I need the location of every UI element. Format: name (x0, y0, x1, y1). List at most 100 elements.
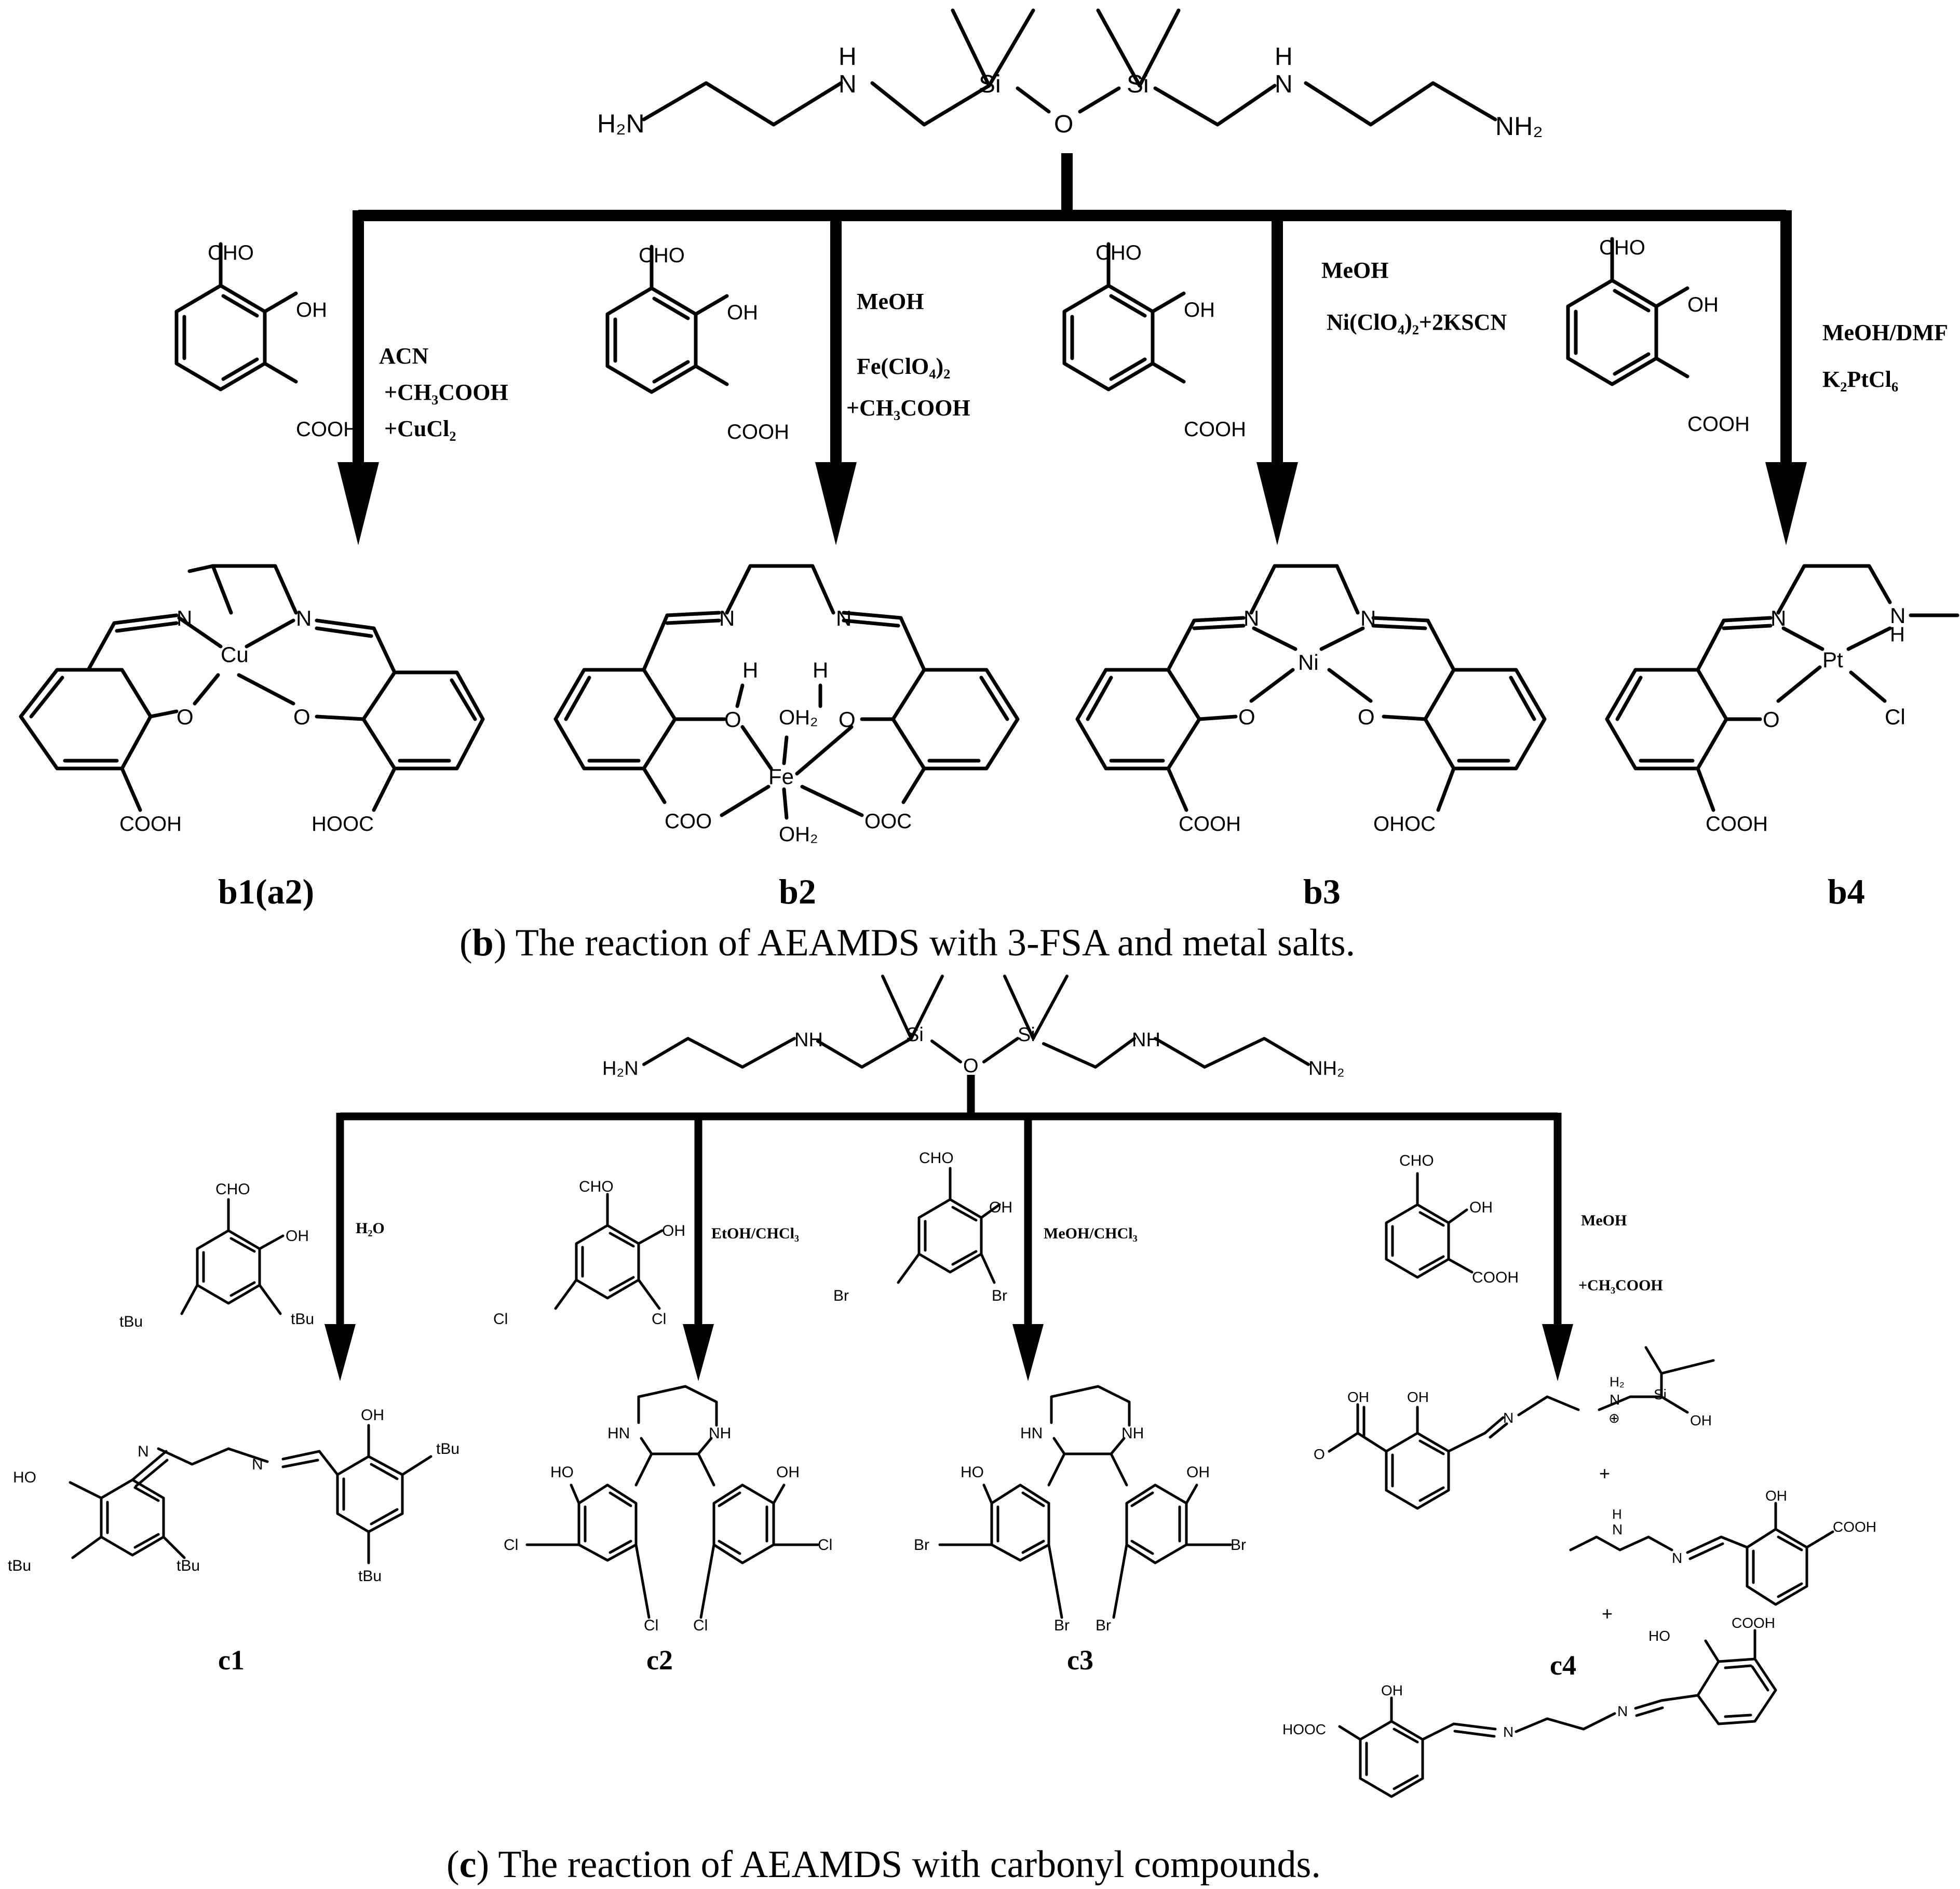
compound-label-c4: c4 (1550, 1650, 1576, 1681)
aldehyde-reagent-b4: CHO OH COOH (1566, 236, 1750, 436)
condition-line: +CH₃COOH (846, 395, 970, 421)
condition-line: Ni(ClO₄)₂+2KSCN (1327, 309, 1507, 335)
phenol-o-label: O (839, 707, 856, 732)
arrowhead-b4 (1765, 462, 1807, 545)
compound-label-c1: c1 (218, 1644, 245, 1676)
imine-n-label: N (1243, 606, 1259, 630)
cho-label: CHO (1599, 236, 1645, 259)
hooc-label: HOOC (312, 813, 374, 835)
o-label: O (1314, 1446, 1325, 1462)
oh-label: OH (776, 1464, 800, 1481)
conditions-b4: MeOH/DMF K₂PtCl₆ (1822, 320, 1948, 392)
water-ligand-label: OH₂ (779, 706, 818, 729)
imine-n-label: N (177, 606, 192, 630)
cho-label: CHO (919, 1150, 954, 1167)
cl-label: Cl (504, 1536, 518, 1554)
nh-label: NH (1121, 1425, 1144, 1442)
arrowhead-b1 (337, 462, 379, 545)
ho-label: HO (550, 1464, 574, 1481)
arrowhead-c4 (1542, 1324, 1573, 1381)
imine-n-label: N (1503, 1410, 1513, 1426)
aeamds-reagent-c (642, 975, 1310, 1069)
imine-n-label: N (1672, 1550, 1682, 1566)
cho-label: CHO (639, 244, 685, 267)
imine-n-label: N (1770, 606, 1786, 630)
cooh-label: COOH (1732, 1615, 1775, 1631)
br-label: Br (914, 1536, 929, 1554)
cl-label: Cl (818, 1536, 832, 1554)
phenoxide-o-label: O (1763, 707, 1780, 732)
cl-label: Cl (493, 1311, 508, 1328)
cooh-label: COOH (1184, 418, 1246, 441)
condition-line: +CH₃COOH (384, 380, 508, 405)
imine-n-label: N (1360, 606, 1376, 630)
arrowhead-b2 (815, 462, 857, 545)
cho-label: CHO (1096, 241, 1142, 264)
condition-c1: H₂O (356, 1220, 385, 1237)
condition-c3: MeOH/CHCl₃ (1044, 1225, 1138, 1242)
conditions-b3: MeOH Ni(ClO₄)₂+2KSCN (1321, 258, 1507, 335)
panel-c: H₂N NH Si O Si NH NH₂ (8, 975, 1876, 1886)
tbu-label: tBu (436, 1440, 459, 1458)
hn-label: HN (1020, 1425, 1043, 1442)
tbu-label: tBu (358, 1568, 382, 1585)
oh-label: OH (1687, 293, 1719, 316)
nh-h-label-2: H (1275, 43, 1293, 71)
plus-sign: + (1599, 1463, 1610, 1484)
condition-line: MeOH/DMF (1822, 320, 1948, 345)
ammonium-h2-label: H₂ (1610, 1374, 1625, 1389)
cooh-label: COOH (1833, 1519, 1876, 1535)
caption-c-text: ) The reaction of AEAMDS with carbonyl c… (477, 1843, 1321, 1886)
nh-label: NH (794, 1029, 823, 1051)
distribution-tree-c (336, 1075, 1562, 1329)
aeamds-reagent-b (642, 8, 1497, 127)
caption-b-letter: b (472, 922, 494, 964)
product-c1-salen: N N OH tBu tBu HO tBu tBu (8, 1407, 459, 1585)
aldehyde-reagent-c3: CHO OH Br Br (833, 1150, 1012, 1304)
conditions-c4: MeOH +CH₃COOH (1578, 1212, 1663, 1294)
positive-charge-icon: ⊕ (1608, 1410, 1620, 1426)
carboxylate-label: COO (665, 810, 712, 833)
oh-label: OH (1407, 1389, 1429, 1405)
condition-line: MeOH (1321, 258, 1389, 283)
amine-right-label: NH₂ (1495, 112, 1543, 141)
aldehyde-reagent-c1: CHO OH tBu tBu (119, 1181, 314, 1330)
hooc-label: HOOC (1282, 1721, 1326, 1737)
amine-left-label: H₂N (597, 109, 645, 138)
imine-n-label: N (252, 1456, 263, 1473)
oh-label: OH (727, 301, 758, 324)
nh-label: NH (709, 1425, 731, 1442)
oh-label: OH (1381, 1682, 1403, 1698)
oh-label: OH (286, 1227, 309, 1245)
tbu-label: tBu (8, 1557, 31, 1574)
fe-center-label: Fe (768, 764, 794, 789)
amine-left-label: H₂N (602, 1058, 639, 1080)
cho-label: CHO (579, 1178, 614, 1195)
product-b4-pt-complex: N N H Pt O Cl COOH (1605, 564, 1959, 835)
product-c2-piperazine: HN NH HO OH Cl Cl Cl Cl (504, 1385, 832, 1634)
imine-n-label: N (138, 1443, 149, 1460)
oh-label: OH (1690, 1412, 1712, 1428)
oh-label: OH (1347, 1389, 1369, 1405)
si-label: Si (1654, 1386, 1667, 1402)
tbu-label: tBu (119, 1313, 143, 1330)
cooh-label: COOH (1687, 413, 1750, 436)
si-label-1: Si (979, 71, 1001, 98)
cho-label: CHO (215, 1181, 250, 1198)
chloride-label: Cl (1885, 705, 1905, 729)
amine-h-label: H (1612, 1506, 1622, 1522)
product-c4-mixture: OH O OH N H₂ N ⊕ Si OH + N (1282, 1346, 1876, 1798)
si-label-2: Si (1127, 71, 1149, 98)
aldehyde-reagent-b2: CHO OH COOH (605, 244, 789, 443)
aldehyde-reagent-c4: CHO OH COOH (1385, 1152, 1519, 1286)
phenoxide-o-label: O (1238, 705, 1255, 729)
si-label-1: Si (906, 1024, 924, 1046)
condition-line: ACN (379, 343, 429, 369)
cho-label: CHO (1399, 1152, 1434, 1169)
condition-line: MeOH (1581, 1212, 1627, 1229)
oh-label: OH (1469, 1199, 1493, 1216)
compound-label-c3: c3 (1067, 1644, 1093, 1676)
ammonium-n-label: N (1610, 1392, 1620, 1408)
cl-label: Cl (693, 1617, 708, 1634)
